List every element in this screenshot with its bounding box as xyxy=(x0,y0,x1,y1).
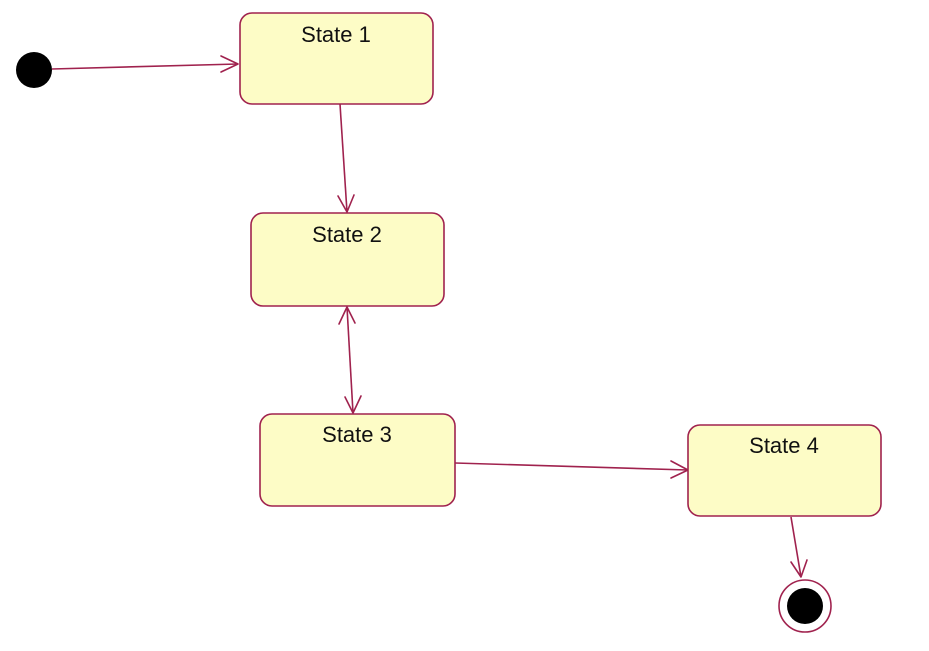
state-2-label: State 2 xyxy=(312,222,382,247)
state-4[interactable]: State 4 xyxy=(687,424,882,517)
transition-state-1-to-state-2 xyxy=(337,103,355,213)
transition-state-2-to-state-3 xyxy=(338,306,362,414)
state-4-label: State 4 xyxy=(749,433,819,458)
state-1[interactable]: State 1 xyxy=(239,12,434,105)
state-1-label: State 1 xyxy=(301,22,371,47)
transition-state-4-to-final xyxy=(790,516,808,578)
final-node xyxy=(778,579,832,633)
initial-node xyxy=(16,52,52,88)
state-2[interactable]: State 2 xyxy=(250,212,445,307)
state-3[interactable]: State 3 xyxy=(259,413,456,507)
transition-initial-to-state-1 xyxy=(51,55,239,73)
transition-state-3-to-state-4 xyxy=(454,460,689,479)
state-3-label: State 3 xyxy=(322,422,392,447)
